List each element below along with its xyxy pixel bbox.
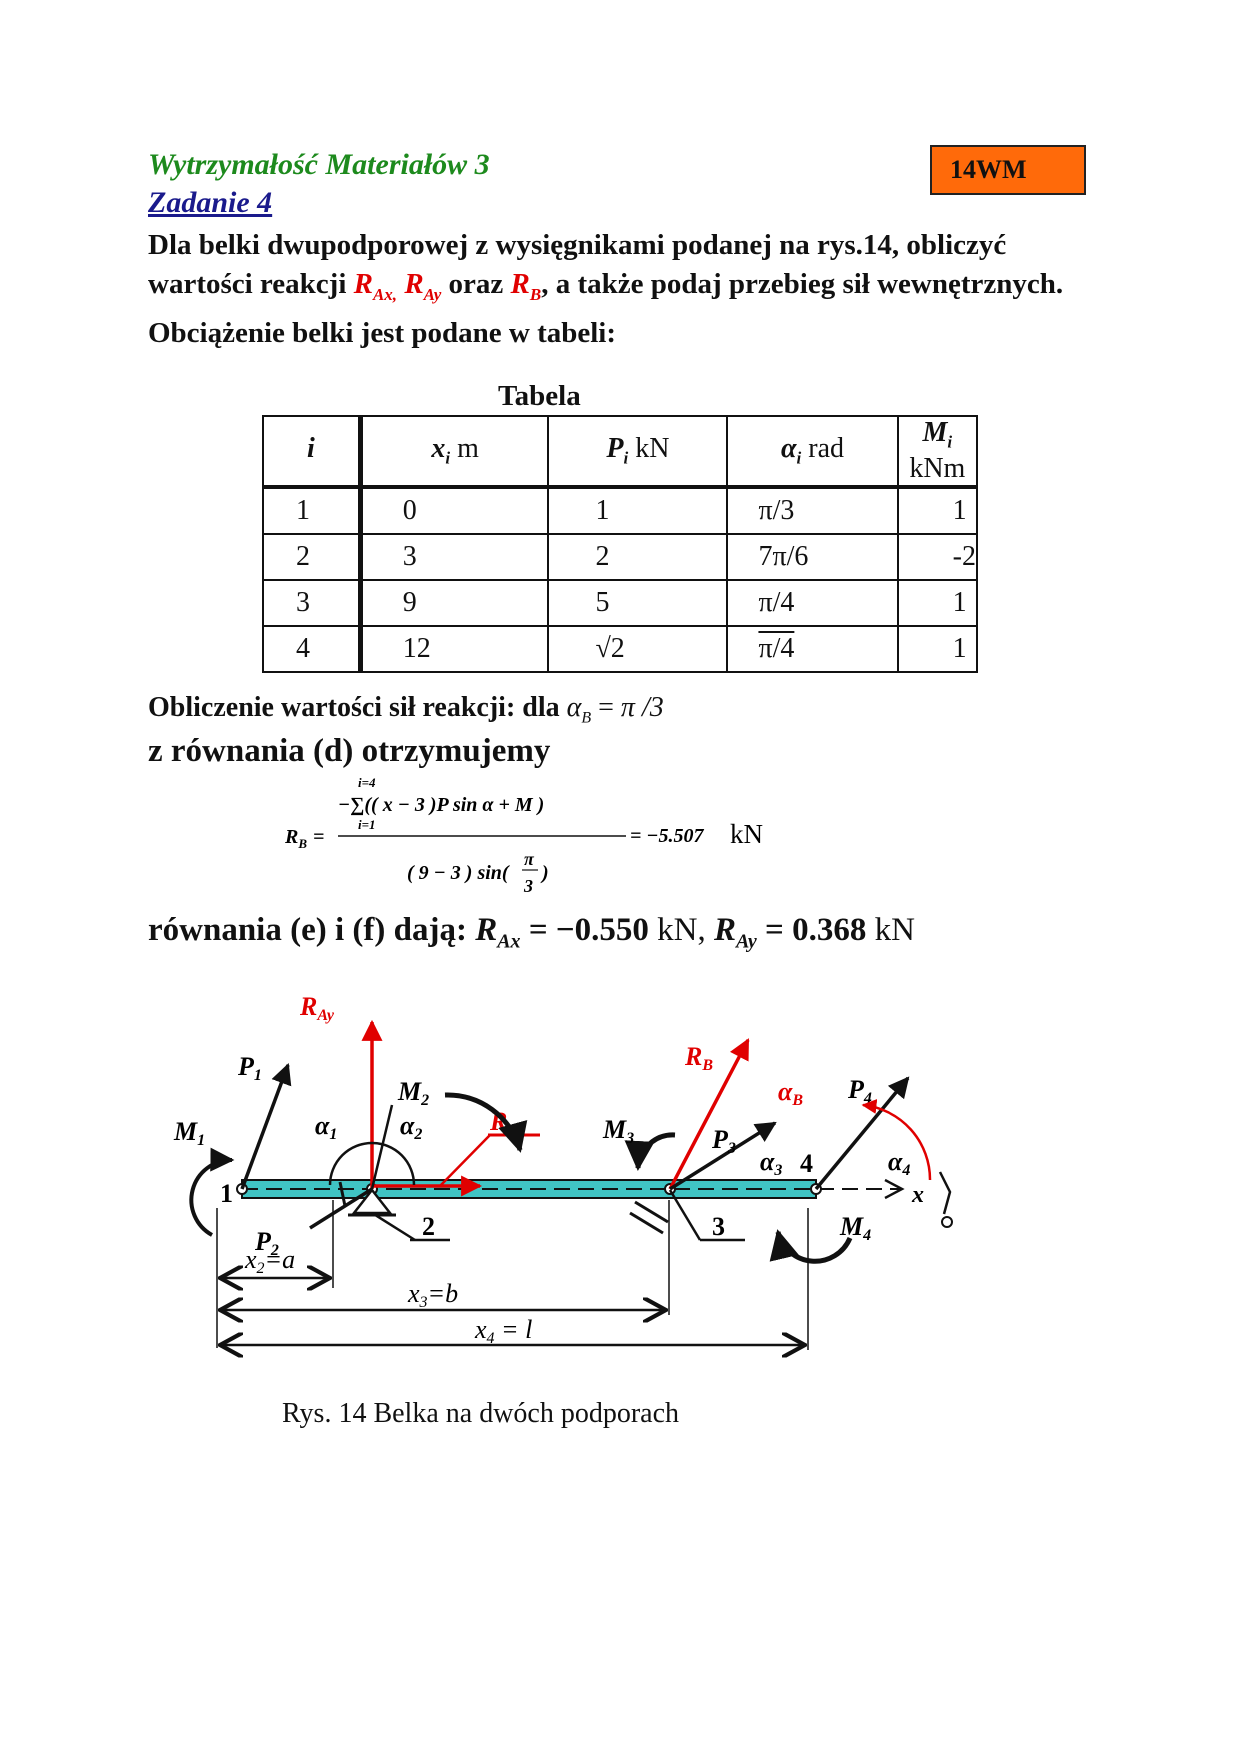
label-m1: M1 (173, 1117, 205, 1149)
table-cell: 3 (261, 578, 363, 627)
moment-m1-arrow (189, 1147, 235, 1237)
formula-denominator-left: ( 9 − 3 ) sin( (407, 862, 510, 884)
label-p1-symbol: P1 (237, 1052, 262, 1084)
reaction-results: równania (e) i (f) dają: RAx = −0.550 kN… (148, 912, 915, 953)
label-alpha-1: α1 (315, 1111, 337, 1143)
node-label-1: 1 (220, 1179, 233, 1208)
label-p3: P3 (711, 1125, 736, 1157)
force-p1 (240, 1063, 292, 1190)
table-cell: 12 (359, 624, 550, 673)
formula-denominator-right: ) (540, 862, 549, 884)
force-p4 (814, 1076, 910, 1191)
calc-heading: Obliczenie wartości sił reakcji: dla αB … (148, 692, 664, 727)
roller-support-b (668, 1189, 702, 1241)
force-p3 (669, 1121, 777, 1191)
label-x2: x2=a (244, 1245, 295, 1277)
table-cell: 1 (547, 485, 729, 535)
label-m4: M4 (839, 1212, 871, 1244)
formula-unit: kN (730, 819, 763, 849)
course-title: Wytrzymałość Materiałów 3 (148, 148, 490, 181)
calc-subheading: z równania (d) otrzymujemy (148, 733, 551, 769)
table-cell: -2 (896, 532, 979, 581)
rax-symbol: RAx, (353, 267, 398, 304)
label-x4: x4 = l (474, 1315, 532, 1347)
label-m3: M3 (602, 1115, 634, 1147)
alpha-b-value: π /3 (620, 692, 664, 723)
node-label-2: 2 (422, 1212, 435, 1241)
node-label-3: 3 (712, 1212, 725, 1241)
force-p2 (309, 1187, 373, 1230)
label-ray: RAy (299, 992, 335, 1024)
table-cell: π/4 (726, 624, 899, 673)
formula-pi: π (524, 849, 535, 869)
formula-result: = −5.507 (630, 825, 705, 847)
x-axis-arrow (884, 1178, 905, 1200)
course-code-badge: 14WM (930, 145, 1086, 195)
table-cell: 3 (359, 532, 550, 581)
table-cell: 4 (261, 624, 363, 673)
label-x-axis: x (911, 1182, 924, 1208)
table-cell: 5 (547, 578, 729, 627)
table-cell: 1 (896, 485, 979, 535)
label-p2: P2 (254, 1227, 279, 1259)
label-alpha-b: αB (778, 1077, 803, 1109)
table-header-cell: Pi kN (547, 415, 729, 489)
badge-label: 14WM (950, 155, 1027, 184)
table-header-cell: αi rad (726, 415, 899, 489)
moment-m3-arrow (624, 1132, 676, 1171)
ray-result-symbol: RAy (714, 912, 757, 953)
label-alpha-2: α2 (400, 1111, 422, 1143)
table-cell: 1 (896, 578, 979, 627)
node-label-4: 4 (800, 1149, 813, 1178)
rotation-arrow (938, 1171, 952, 1215)
moment-m2-arrow (444, 1092, 528, 1153)
table-caption: Tabela (498, 380, 581, 412)
formula-numerator: −∑(( x − 3 )P sin α + M ) (338, 794, 544, 816)
task-title: Zadanie 4 (148, 186, 273, 219)
rax-result-symbol: RAx (475, 912, 521, 953)
label-rb: RB (684, 1042, 713, 1074)
formula-three: 3 (523, 876, 533, 896)
table-cell: 2 (547, 532, 729, 581)
reaction-rb (668, 1038, 750, 1190)
figure-caption: Rys. 14 Belka na dwóch podporach (282, 1398, 680, 1429)
table-header-cell: xi m (359, 415, 550, 489)
formula-sum-top: i=4 (358, 775, 376, 790)
table-header-cell: i (261, 415, 363, 489)
table-cell: 9 (359, 578, 550, 627)
label-m2: M2 (397, 1077, 429, 1109)
table-cell: π/4 (726, 578, 899, 627)
formula-lhs: RB= (284, 826, 324, 851)
table-cell: 7π/6 (726, 532, 899, 581)
table-cell: 2 (261, 532, 363, 581)
table-header-cell: Mi kNm (896, 415, 979, 489)
problem-statement: Dla belki dwupodporowej z wysięgnikami p… (148, 229, 1064, 349)
table-cell: 0 (359, 485, 550, 535)
label-alpha-3: α3 (760, 1147, 782, 1179)
label-alpha-4: α4 (888, 1147, 910, 1179)
moment-m4-arrow (769, 1229, 853, 1264)
alpha-b-symbol: αB (566, 692, 592, 727)
angle-arc-a (328, 1141, 416, 1186)
rb-formula: i=4 −∑(( x − 3 )P sin α + M ) i=1 RB= = … (284, 775, 763, 896)
ray-symbol: RAy (404, 267, 442, 304)
table-cell: 1 (896, 624, 979, 673)
formula-sum-bottom: i=1 (358, 817, 376, 832)
rb-symbol: RB (510, 267, 542, 304)
table-cell: √2 (547, 624, 729, 673)
table-cell: 1 (261, 485, 363, 535)
label-x3: x3=b (407, 1279, 458, 1311)
beam-diagram: 1 2 3 4 M1 RAx α1 α2 P2 M2 M3 RB αB (173, 992, 953, 1365)
angle-arc-alpha-4 (861, 1098, 932, 1181)
table-cell: π/3 (726, 485, 899, 535)
label-p4: P4 (847, 1075, 872, 1107)
